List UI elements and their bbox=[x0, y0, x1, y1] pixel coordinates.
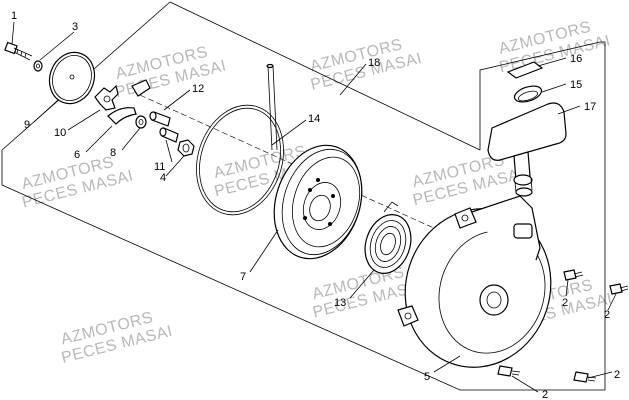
callout-3: 3 bbox=[72, 21, 78, 33]
callout-10: 10 bbox=[54, 127, 66, 139]
callout-14: 14 bbox=[308, 113, 320, 125]
callout-labels: 1 3 9 10 6 8 11 12 4 14 18 7 13 5 16 15 … bbox=[11, 10, 620, 400]
callout-6: 6 bbox=[74, 149, 80, 161]
boundary-bottom bbox=[1, 150, 606, 391]
callout-7: 7 bbox=[240, 271, 246, 283]
part-nut-4 bbox=[177, 139, 195, 157]
part-handle-17 bbox=[487, 102, 567, 197]
callout-9: 9 bbox=[24, 119, 30, 131]
part-pawl-6 bbox=[107, 107, 137, 125]
callout-1: 1 bbox=[11, 10, 17, 22]
part-washer-8 bbox=[135, 115, 147, 129]
part-housing-5 bbox=[397, 195, 552, 368]
boundary-top-diag bbox=[169, 1, 481, 151]
part-rope-14 bbox=[196, 63, 284, 216]
part-bolt-2a bbox=[563, 269, 584, 281]
part-bolt-2b bbox=[609, 283, 629, 295]
part-spring-13 bbox=[364, 201, 412, 274]
callout-16: 16 bbox=[570, 53, 582, 65]
callout-18: 18 bbox=[368, 57, 380, 69]
callout-2a: 2 bbox=[562, 297, 568, 309]
callout-5: 5 bbox=[424, 371, 430, 383]
callout-2c: 2 bbox=[542, 389, 548, 400]
callout-2b: 2 bbox=[604, 309, 610, 321]
part-bolt-2c bbox=[497, 365, 521, 377]
callout-17: 17 bbox=[584, 101, 596, 113]
part-cap-16 bbox=[506, 61, 544, 79]
part-reel-7 bbox=[273, 144, 363, 260]
callout-8: 8 bbox=[110, 147, 116, 159]
callout-4: 4 bbox=[160, 172, 166, 184]
part-insert-15 bbox=[513, 85, 543, 103]
callout-12: 12 bbox=[192, 83, 204, 95]
callout-11: 11 bbox=[154, 161, 165, 173]
callout-15: 15 bbox=[570, 79, 582, 91]
part-plate-9 bbox=[48, 51, 96, 105]
callout-13: 13 bbox=[334, 297, 346, 309]
callout-2d: 2 bbox=[614, 369, 620, 381]
part-spacer-11 bbox=[159, 127, 179, 143]
part-bushing-12 bbox=[149, 111, 171, 127]
part-ratchet-10 bbox=[94, 84, 119, 111]
part-bolt-1 bbox=[4, 41, 33, 61]
leader-lines bbox=[11, 21, 617, 393]
part-bolt-2d bbox=[573, 371, 597, 383]
boundary-right bbox=[479, 41, 606, 318]
part-pawl-6b bbox=[131, 79, 151, 97]
part-washer-3 bbox=[33, 60, 43, 72]
